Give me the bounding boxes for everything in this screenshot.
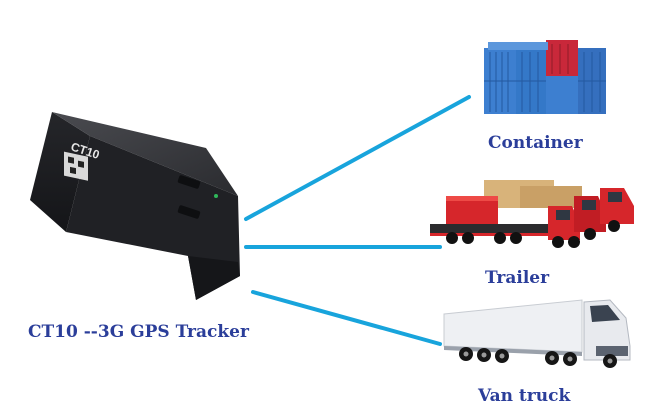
connector-line-van: [251, 290, 442, 346]
qr-code-icon: [64, 151, 88, 181]
mount-slot-top: [177, 175, 201, 189]
flatbed-trailer-icon: [430, 180, 634, 248]
van-truck-icon: [443, 299, 631, 368]
target-label-container: Container: [488, 133, 583, 153]
shipping-container-icon: [484, 40, 606, 114]
target-label-van: Van truck: [478, 386, 571, 406]
status-led-icon: [214, 194, 218, 198]
device-title: CT10 --3G GPS Tracker: [28, 322, 249, 342]
gps-tracker-device: CT10: [30, 112, 240, 300]
connector-line-container: [244, 95, 471, 221]
target-label-trailer: Trailer: [485, 268, 550, 288]
mount-slot-bottom: [177, 205, 201, 219]
